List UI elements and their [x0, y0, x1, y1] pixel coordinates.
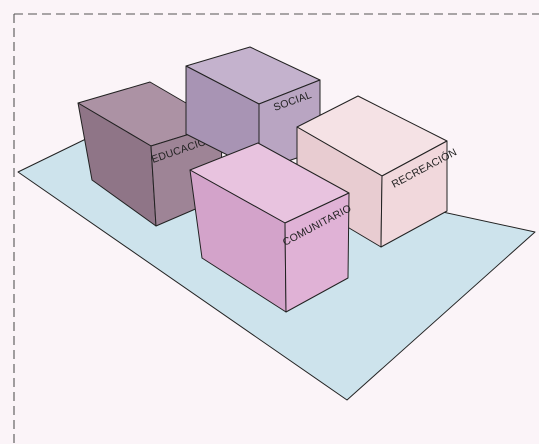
comunitario-box-front	[284, 192, 350, 313]
dashed-frame	[13, 13, 539, 444]
comunitario-box: COMUNITARIO	[189, 142, 354, 313]
recreacion-box-front	[380, 140, 448, 248]
recreacion-box: RECREACIÓN	[296, 95, 459, 248]
